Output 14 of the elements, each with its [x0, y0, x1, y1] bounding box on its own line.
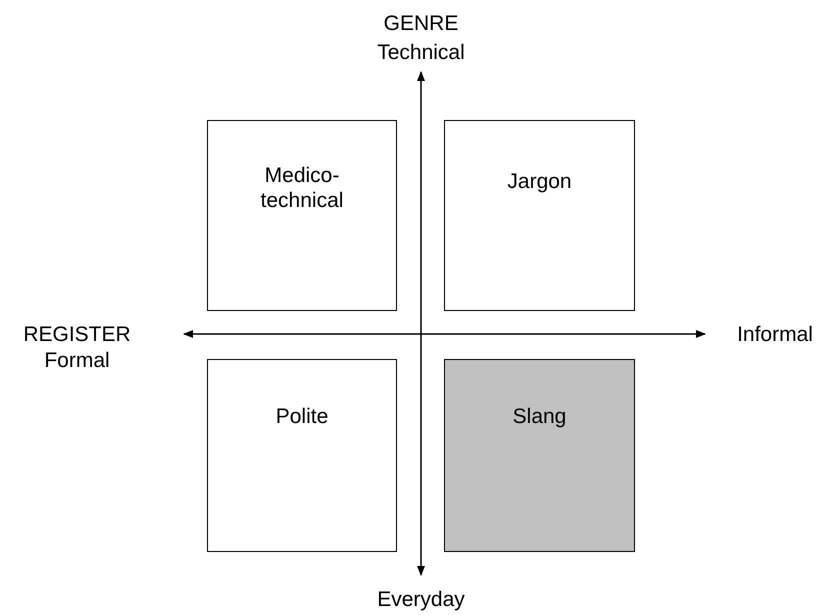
quadrant-label: Jargon — [507, 169, 572, 194]
quadrant-label: Slang — [512, 404, 566, 429]
axis-end-label: Everyday — [377, 587, 465, 612]
axis-end-label: Formal — [44, 348, 110, 373]
quadrant-box — [444, 359, 635, 552]
axis-title: GENRE — [384, 11, 458, 36]
quadrant-box — [207, 120, 397, 311]
axis-title: REGISTER — [23, 322, 131, 347]
quadrant-box — [207, 359, 397, 552]
quadrant-label: Polite — [276, 404, 328, 429]
axis-end-label: Technical — [377, 40, 465, 65]
quadrant-box — [444, 120, 635, 311]
axis-end-label: Informal — [737, 322, 813, 347]
quadrant-label: Medico-technical — [260, 163, 344, 213]
